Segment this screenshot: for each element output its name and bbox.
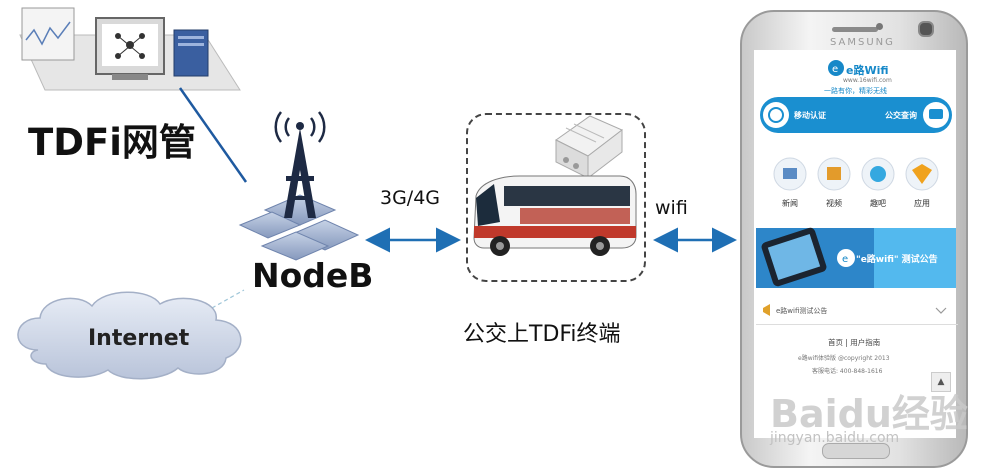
- app-slogan: 一路有你，精彩无线: [824, 87, 887, 95]
- footer-links[interactable]: 首页 | 用户指南: [828, 338, 881, 347]
- phone-home-button[interactable]: [822, 443, 890, 459]
- footer-phone: 客服电话: 400-848-1616: [812, 368, 883, 375]
- apps-label[interactable]: 应用: [914, 199, 930, 208]
- watermark-url: jingyan.baidu.com: [770, 430, 900, 446]
- bus-terminal-label: 公交上TDFi终端: [463, 322, 621, 347]
- news-label[interactable]: 新闻: [782, 199, 798, 208]
- svg-text:e: e: [842, 254, 848, 265]
- back-to-top-button[interactable]: ▲: [931, 372, 951, 392]
- fun-label[interactable]: 趣吧: [870, 199, 886, 208]
- mgmt-system-label: TDFi网管: [28, 121, 196, 164]
- app-site: www.16wifi.com: [843, 77, 892, 84]
- phone-speaker: [832, 27, 878, 32]
- internet-link-line: [211, 289, 245, 309]
- phone-sensor: [876, 23, 883, 30]
- banner-announcement[interactable]: "e路wifi" 测试公告: [856, 255, 938, 265]
- management-workstation-icon: [19, 7, 241, 91]
- phone-brand: SAMSUNG: [830, 37, 895, 48]
- nodeb-tower-icon: [238, 111, 360, 261]
- svg-text:e: e: [832, 64, 838, 75]
- bus-icon: [473, 175, 637, 256]
- internet-cloud-icon: [17, 291, 242, 380]
- mobile-auth-button[interactable]: 移动认证: [794, 111, 826, 120]
- video-label[interactable]: 视频: [826, 199, 842, 208]
- phone-screen-canvas: e e: [756, 60, 956, 316]
- internet-label: Internet: [88, 326, 190, 351]
- bus-terminal-frame: [466, 113, 646, 282]
- tdfi-device-icon: [555, 115, 623, 180]
- mgmt-link-line: [178, 87, 248, 183]
- bus-query-button[interactable]: 公交查询: [885, 111, 917, 120]
- notice-divider: [756, 324, 958, 325]
- nodeb-label: NodeB: [252, 256, 374, 295]
- notice-text[interactable]: e路wifi测试公告: [776, 307, 828, 315]
- front-camera-icon: [918, 21, 934, 37]
- wifi-link-label: wifi: [655, 197, 688, 219]
- baidu-watermark: Baidu经验: [770, 392, 968, 436]
- app-name: e路Wifi: [846, 64, 889, 77]
- footer-copyright: e路wifi体验版 @copyright 2013: [798, 355, 890, 362]
- cellular-link-label: 3G/4G: [380, 187, 441, 209]
